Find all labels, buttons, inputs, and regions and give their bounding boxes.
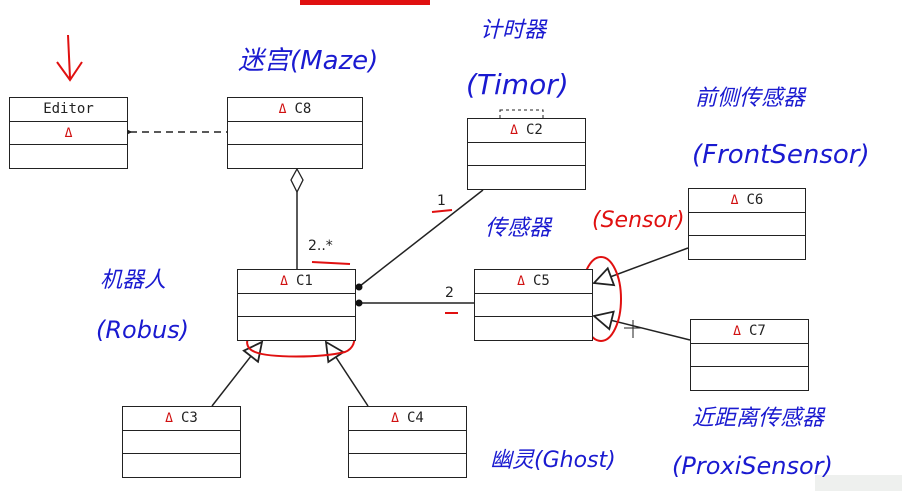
class-name: C1 <box>295 273 313 290</box>
class-c6[interactable]: Δ C6 <box>688 188 806 260</box>
aggregation-diamond-icon <box>290 167 304 194</box>
class-name: C5 <box>532 273 550 290</box>
crosshair-cursor-icon <box>624 320 642 338</box>
class-c7[interactable]: Δ C7 <box>690 319 809 391</box>
class-c4[interactable]: Δ C4 <box>348 406 467 478</box>
class-name: C8 <box>294 101 312 118</box>
triangle-marker-icon: Δ <box>278 101 287 117</box>
class-name: C7 <box>748 323 766 340</box>
annotation-timer: 计时器 <box>480 18 547 43</box>
class-editor[interactable]: Editor Δ <box>9 97 128 169</box>
multiplicity-label: 1 <box>437 193 446 209</box>
class-c2[interactable]: Δ C2 <box>467 118 586 190</box>
class-c1[interactable]: Δ C1 <box>237 269 356 341</box>
generalization-c3-c1 <box>211 342 262 407</box>
class-c8[interactable]: Δ C8 <box>227 97 363 169</box>
generalization-c4-c1 <box>326 342 369 407</box>
annotation-timer-en: (Timor) <box>466 68 569 101</box>
composition-diamond-icon <box>355 283 363 291</box>
triangle-marker-icon: Δ <box>165 410 173 426</box>
multiplicity-label: 2..* <box>308 238 333 254</box>
annotation-sensor: 传感器 <box>485 216 552 241</box>
multiplicity-label: 2 <box>445 285 454 301</box>
annotation-proxi-sensor-en: (ProxiSensor) <box>672 452 833 480</box>
triangle-marker-icon: Δ <box>64 125 73 141</box>
triangle-marker-icon: Δ <box>730 192 739 208</box>
class-name: C2 <box>525 122 543 139</box>
class-c3[interactable]: Δ C3 <box>122 406 241 478</box>
triangle-marker-icon: Δ <box>733 323 741 339</box>
annotation-front-sensor: 前侧传感器 <box>695 86 806 111</box>
class-name: C6 <box>746 192 764 209</box>
red-top-bar <box>300 0 430 5</box>
class-c5[interactable]: Δ C5 <box>474 269 593 341</box>
annotation-robot-en: (Robus) <box>96 316 190 344</box>
annotation-maze: 迷宫(Maze) <box>238 46 379 76</box>
generalization-c6-c5 <box>594 247 689 283</box>
corner-overlay <box>815 475 902 491</box>
red-underline <box>431 209 453 213</box>
annotation-front-sensor-en: (FrontSensor) <box>692 140 870 170</box>
triangle-marker-icon: Δ <box>517 273 525 289</box>
class-name: C4 <box>406 410 424 427</box>
annotation-robot: 机器人 <box>100 268 167 293</box>
class-name: Editor <box>43 101 94 118</box>
annotation-ghost: 幽灵(Ghost) <box>490 448 616 473</box>
red-underline <box>311 261 351 265</box>
triangle-marker-icon: Δ <box>391 410 399 426</box>
composition-diamond-icon <box>355 299 363 307</box>
class-name: C3 <box>180 410 198 427</box>
annotation-proxi-sensor: 近距离传感器 <box>692 406 825 431</box>
composition-c2-c1 <box>359 189 484 287</box>
annotation-sensor-en: (Sensor) <box>592 208 685 233</box>
red-arrow-icon <box>56 34 83 82</box>
triangle-marker-icon: Δ <box>280 273 288 289</box>
triangle-marker-icon: Δ <box>510 122 518 138</box>
